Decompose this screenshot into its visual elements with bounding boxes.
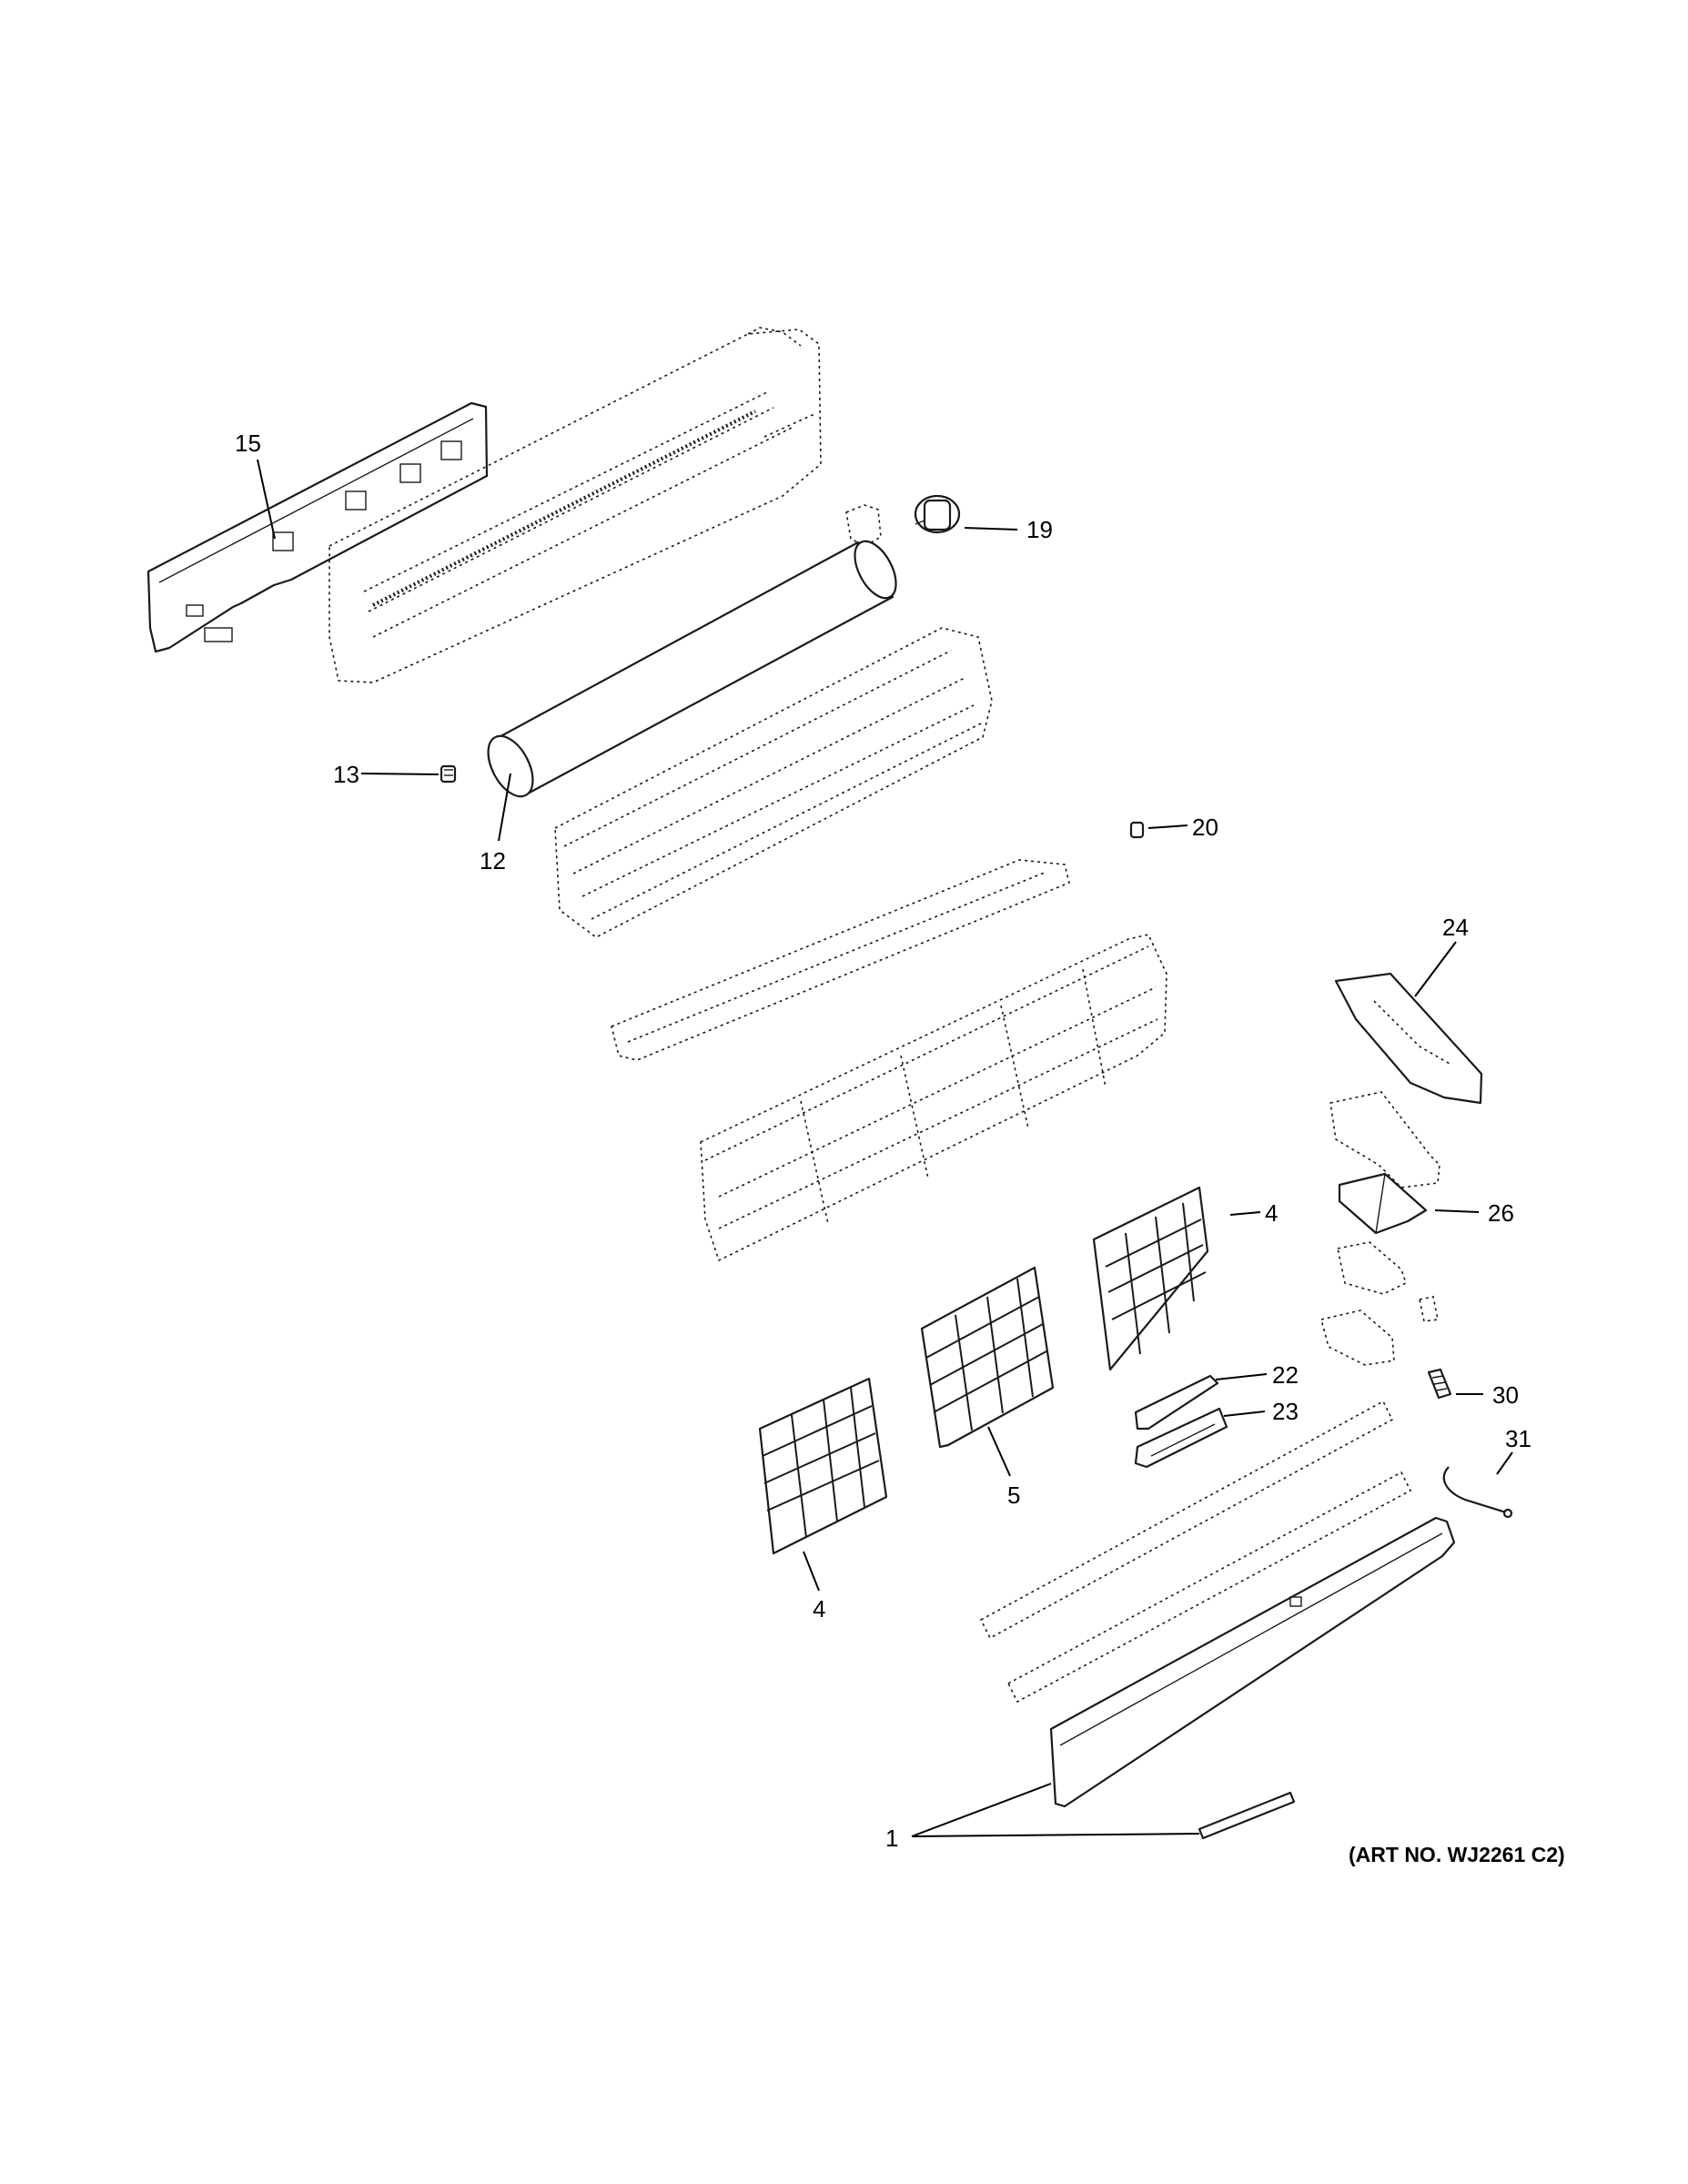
callout-label: 4	[813, 1595, 825, 1623]
part-31-sensor-wire	[1442, 1466, 1513, 1519]
part-24-control-cover	[1334, 972, 1483, 1105]
part-22-display-cover	[1134, 1374, 1219, 1431]
drain-pan	[611, 859, 1070, 1061]
callout-label: 30	[1492, 1381, 1519, 1409]
callout-label: 26	[1488, 1199, 1514, 1227]
part-12-blower-wheel	[487, 540, 897, 798]
part-19-fan-motor	[845, 494, 961, 547]
callout-label: 20	[1192, 814, 1218, 841]
part-4-filter-upper	[1092, 1186, 1209, 1371]
callout-label: 22	[1272, 1361, 1299, 1389]
callout-label: 15	[235, 430, 261, 457]
evaporator-coil	[554, 627, 993, 938]
front-frame-grille	[700, 934, 1167, 1262]
art-number: (ART NO. WJ2261 C2)	[1349, 1843, 1565, 1866]
callout-label: 13	[333, 761, 359, 788]
part-30-connector	[1427, 1368, 1452, 1400]
part-5-filter	[920, 1266, 1055, 1449]
callout-label: 31	[1505, 1425, 1531, 1452]
part-15-mounting-plate	[147, 401, 489, 653]
horizontal-louvers	[979, 1400, 1412, 1704]
part-26-electrical-box	[1338, 1172, 1428, 1235]
part-1-trim-strip	[1198, 1791, 1296, 1840]
part-13-bearing	[440, 764, 457, 784]
callout-label: 23	[1272, 1398, 1299, 1425]
part-20-clip	[1129, 821, 1145, 839]
part-4-filter-lower	[758, 1377, 888, 1555]
housing-chassis	[329, 327, 822, 683]
control-box-upper	[1329, 1091, 1440, 1188]
part-23-display-board	[1134, 1407, 1228, 1469]
leader-lines	[257, 459, 1513, 1837]
callout-label: 4	[1265, 1199, 1278, 1227]
callout-label: 1	[885, 1825, 898, 1852]
control-box-lower	[1320, 1241, 1439, 1366]
callout-label: 19	[1026, 516, 1053, 543]
callout-label: 24	[1442, 914, 1469, 941]
callout-label: 5	[1007, 1481, 1020, 1509]
part-1-front-panel	[1049, 1516, 1456, 1808]
callout-label: 12	[480, 847, 506, 875]
